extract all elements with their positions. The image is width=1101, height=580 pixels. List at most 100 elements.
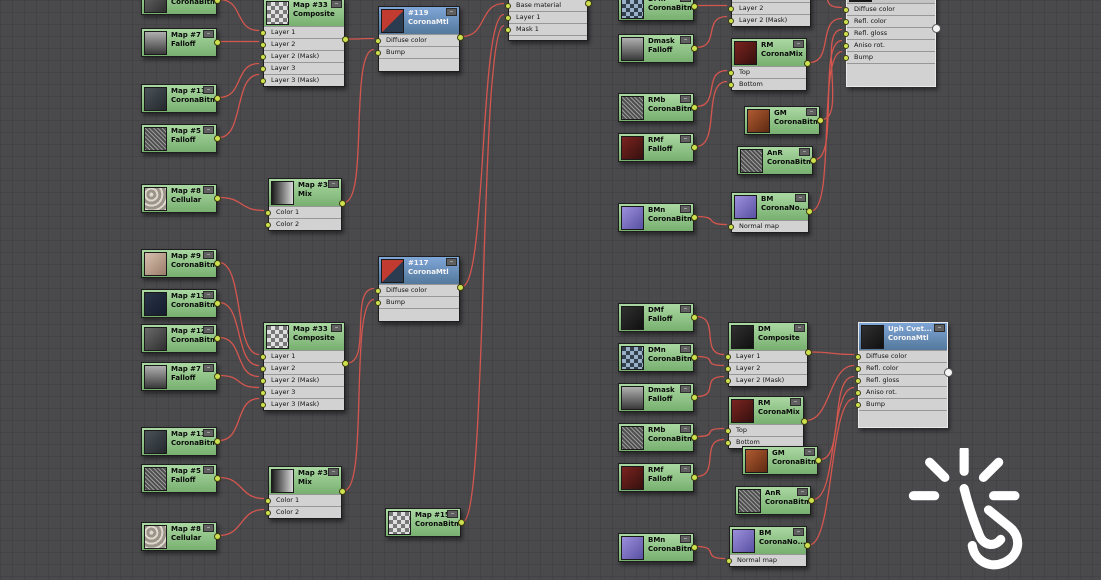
slot-refl-gloss[interactable]: Refl. gloss — [842, 27, 935, 39]
node-RMf[interactable]: RMf Falloff — [618, 133, 698, 162]
node-Map #15[interactable]: Map #15 CoronaBitmap — [385, 508, 465, 537]
node-BM[interactable]: BM CoronaNo... Normal map — [725, 526, 811, 567]
node-header[interactable]: #117 CoronaMtl — [379, 257, 459, 284]
collapse-icon[interactable] — [203, 30, 214, 38]
node-header[interactable]: RM CoronaMix — [732, 39, 806, 66]
input-socket[interactable] — [374, 299, 381, 306]
collapse-icon[interactable] — [793, 40, 804, 48]
collapse-icon[interactable] — [331, 324, 342, 332]
slot-layer-2[interactable]: Layer 2 — [259, 38, 344, 50]
slot-aniso-rot-[interactable]: Aniso rot. — [842, 39, 935, 51]
node-header[interactable]: Map #5 Falloff — [142, 465, 216, 492]
slot-bottom[interactable]: Bottom — [724, 436, 803, 448]
collapse-icon[interactable] — [203, 126, 214, 134]
node-BM[interactable]: BM CoronaNo... Normal map — [727, 192, 813, 233]
input-socket[interactable] — [259, 365, 266, 372]
collapse-icon[interactable] — [680, 385, 691, 393]
node-header[interactable]: RMb CoronaBitmap — [619, 94, 693, 121]
slot-aniso-rot-[interactable]: Aniso rot. — [854, 386, 947, 398]
input-socket[interactable] — [259, 53, 266, 60]
collapse-icon[interactable] — [203, 326, 214, 334]
input-socket[interactable] — [259, 377, 266, 384]
slot-layer-1[interactable]: Layer 1 — [504, 11, 587, 23]
node-Map #8[interactable]: Map #8 Cellular — [141, 184, 221, 213]
node-Map #5[interactable]: Map #5 Falloff — [141, 124, 221, 153]
node-DMf[interactable]: DMf Falloff — [618, 303, 698, 332]
node-header[interactable]: Map #13 CoronaBitmap — [142, 290, 216, 317]
node-header[interactable]: DM Composite — [729, 323, 807, 350]
collapse-icon[interactable] — [799, 148, 810, 156]
slot-color-1[interactable]: Color 1 — [264, 494, 341, 506]
slot-color-2[interactable]: Color 2 — [264, 218, 341, 230]
input-socket[interactable] — [842, 54, 849, 61]
input-socket[interactable] — [854, 401, 861, 408]
output-socket[interactable] — [214, 372, 221, 380]
output-socket[interactable] — [214, 38, 221, 46]
output-socket[interactable] — [457, 283, 464, 291]
node-BMn[interactable]: BMn CoronaBitmap — [618, 203, 698, 232]
collapse-icon[interactable] — [795, 194, 806, 202]
collapse-icon[interactable] — [680, 0, 691, 2]
node-header[interactable]: Map #9 CoronaBitmap — [142, 250, 216, 277]
output-socket[interactable] — [339, 199, 346, 207]
node-header[interactable]: Map #7 Falloff — [142, 29, 216, 56]
slot-layer-3-mask-[interactable]: Layer 3 (Mask) — [259, 74, 344, 86]
slot-layer-1[interactable]: Layer 1 — [259, 350, 344, 362]
input-socket[interactable] — [842, 18, 849, 25]
node-header[interactable]: Map #11 CoronaBitmap — [142, 85, 216, 112]
collapse-icon[interactable] — [680, 135, 691, 143]
output-socket[interactable] — [808, 496, 815, 504]
collapse-icon[interactable] — [680, 425, 691, 433]
slot-color-1[interactable]: Color 1 — [264, 206, 341, 218]
output-socket[interactable] — [805, 349, 812, 356]
node-header[interactable]: #119 CoronaMtl — [379, 7, 459, 34]
node-header[interactable]: RMb CoronaBitmap — [619, 424, 693, 451]
input-socket[interactable] — [854, 377, 861, 384]
node-AnR[interactable]: AnR CoronaBitmap — [737, 146, 817, 175]
slot-bump[interactable]: Bump — [842, 51, 935, 63]
slot-layer-2-mask-[interactable]: Layer 2 (Mask) — [259, 50, 344, 62]
node-header[interactable]: AnR CoronaBitmap — [736, 487, 810, 514]
output-socket[interactable] — [801, 417, 808, 425]
slot-top[interactable]: Top — [724, 424, 803, 436]
input-socket[interactable] — [374, 49, 381, 56]
collapse-icon[interactable] — [680, 95, 691, 103]
collapse-icon[interactable] — [203, 186, 214, 194]
input-socket[interactable] — [504, 26, 511, 33]
output-socket[interactable] — [691, 353, 698, 361]
node-header[interactable]: AnR CoronaBitmap — [738, 147, 812, 174]
node-header[interactable]: Map #8 Cellular — [142, 523, 216, 550]
node-header[interactable]: Map #11 CoronaBitmap — [142, 428, 216, 455]
node-header[interactable]: Map #12 CoronaBitmap — [142, 0, 216, 14]
node-Map #11[interactable]: Map #11 CoronaBitmap — [141, 427, 221, 456]
collapse-icon[interactable] — [446, 258, 457, 266]
node-header[interactable]: Map #34 Mix — [269, 467, 341, 494]
node-Map #12[interactable]: Map #12 CoronaBitmap — [141, 324, 221, 353]
input-socket[interactable] — [727, 17, 734, 24]
node-header[interactable]: DMn CoronaBitmap — [619, 0, 693, 20]
output-socket[interactable] — [806, 208, 813, 215]
collapse-icon[interactable] — [328, 468, 339, 476]
node-header[interactable]: Map #34 Mix — [269, 179, 341, 206]
input-socket[interactable] — [727, 69, 734, 76]
input-socket[interactable] — [259, 389, 266, 396]
slot-layer-3[interactable]: Layer 3 — [259, 386, 344, 398]
input-socket[interactable] — [854, 365, 861, 372]
slot-color-2[interactable]: Color 2 — [264, 506, 341, 518]
output-socket[interactable] — [214, 532, 221, 540]
output-socket[interactable] — [342, 36, 349, 43]
node-Map #13[interactable]: Map #13 CoronaBitmap — [141, 289, 221, 318]
node-RMb[interactable]: RMb CoronaBitmap — [618, 423, 698, 452]
input-socket[interactable] — [504, 2, 511, 9]
input-socket[interactable] — [264, 221, 271, 228]
slot-diffuse-color[interactable]: Diffuse color — [842, 3, 935, 15]
input-socket[interactable] — [374, 37, 381, 44]
node-header[interactable]: Map #8 Cellular — [142, 185, 216, 212]
node-Dmask[interactable]: Dmask Falloff — [618, 383, 698, 412]
collapse-icon[interactable] — [793, 528, 804, 536]
input-socket[interactable] — [724, 439, 731, 446]
input-socket[interactable] — [259, 77, 266, 84]
